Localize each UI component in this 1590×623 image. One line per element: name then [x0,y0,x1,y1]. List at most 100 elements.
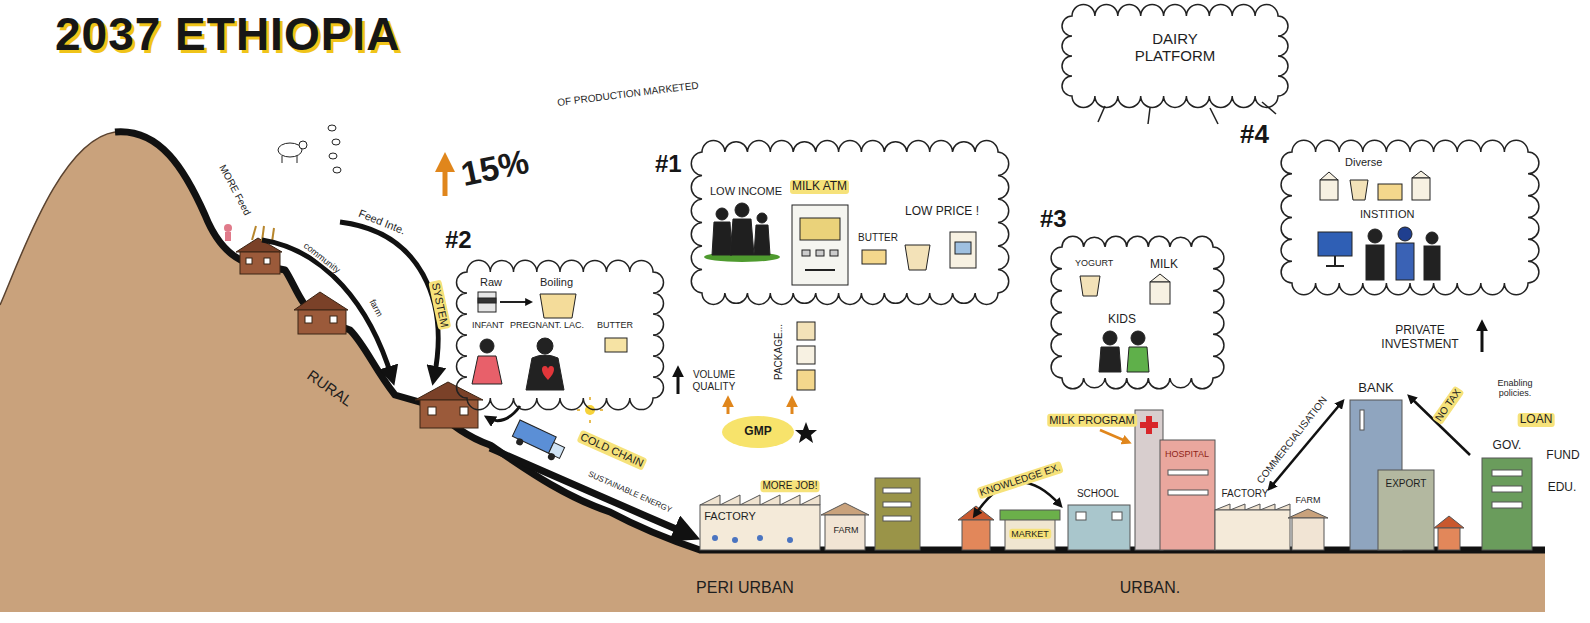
cloud-4-pictures-part [1412,178,1430,200]
cloud-4-pictures-part [1424,246,1440,280]
cloud-4-pictures-part [1396,243,1414,280]
quality-and-gmp-part [797,322,815,340]
cloud-1-pictures-part [816,250,824,256]
cloud-1-pictures-part [735,203,749,217]
annotation-label: farm [366,296,385,320]
feed-and-cows-part [329,153,337,159]
urban-buildings-part [1438,528,1460,550]
peri-urban-buildings-part [875,478,920,550]
rural-houses-part [246,258,252,264]
cloud-4-pictures-part [1320,180,1338,200]
urban-buildings-part [1482,458,1532,550]
peri-urban-buildings-part [757,535,763,541]
feed-and-cows-part [299,141,307,149]
annotation-label: COMMERCIALISATION [1253,393,1330,488]
cloud-3-pictures [1080,274,1170,372]
feed-and-cows-part [328,125,336,131]
cloud-4-pictures-part [1378,184,1402,200]
cold-chain-part-part [547,452,556,461]
cold-chain-part-part [515,437,524,446]
cloud-outline [440,228,665,410]
cloud-4-pictures-part [1350,180,1368,200]
cloud-4-pictures-part [1366,245,1384,280]
feed-and-cows-part [332,139,340,145]
quality-and-gmp-part [791,400,794,414]
annotation-label: 15% [458,142,533,194]
peri-urban-buildings-part [700,495,820,505]
cloud-3-pictures-part [1131,331,1145,345]
cloud-4-pictures [1318,171,1440,280]
cloud-1-pictures-part [712,222,732,255]
cloud-4-pictures-part [1412,171,1430,178]
feed-arrows-part [262,240,392,378]
urban-buildings-part [1492,502,1522,508]
cloud-2-pictures-part [478,292,496,312]
growth-arrow-part [443,160,448,196]
cloud-2-pictures-part [540,294,576,318]
annotation-label: GMP [744,425,771,439]
cloud-outline [1240,120,1540,295]
annotation-label: VOLUME QUALITY [683,369,745,392]
hill-ground-part [0,132,115,305]
speech-spikes-part [1148,108,1150,124]
annotation-label: FARM [833,525,858,535]
cloud-2-pictures-part [542,366,554,380]
annotation-label: SYSTEM [429,280,452,331]
annotation-label: EDU. [1548,481,1577,495]
cloud-1-pictures-part [950,232,976,268]
cloud-outline-path [691,141,1008,305]
annotation-label: SCHOOL [1077,488,1119,500]
annotation-label: MORE Feed [216,161,254,219]
rural-houses-part [294,292,348,310]
urban-arrows [975,324,1482,515]
cold-chain [490,397,690,535]
thought-cloud: #4DiverseINSTITION [1240,120,1540,295]
cold-chain-part [510,420,567,463]
cloud-1-pictures-part [905,245,930,270]
urban-buildings [958,400,1532,550]
peri-urban-buildings-part [712,535,718,541]
thought-cloud: #2RawBoilingBUTTERINFANTPREGNANT. LAC. [440,228,665,410]
cloud-1-pictures-part [802,250,810,256]
annotation-label: BANK [1358,381,1393,396]
growth-arrow [445,160,446,196]
cloud-1-pictures-part [830,250,838,256]
cloud-1-pictures-part [757,213,767,223]
cloud-2-pictures-part [537,338,553,354]
rural-houses [236,238,483,428]
annotation-label: PRIVATE INVESTMENT [1370,324,1470,352]
peri-urban-buildings-part [825,515,865,550]
cloud-1-pictures-part [800,218,840,240]
annotation-label: FUND [1546,449,1579,463]
cloud-3-pictures-part [1150,274,1170,282]
feed-and-cows-part [252,226,256,240]
thought-cloud: #3YOGURTMILKKIDS [1040,205,1225,390]
urban-buildings-part [1005,518,1055,550]
cloud-text: INSTITION [1360,208,1414,221]
feed-and-cows-part [297,156,298,163]
quality-and-gmp-part [795,422,817,443]
hill-ground-part [115,132,1545,550]
urban-buildings-part [1160,440,1215,550]
quality-and-gmp-part [797,370,815,390]
cloud-text: INFANT [472,320,504,330]
callout-number: #1 [655,150,682,178]
cloud-1-pictures-part [955,242,971,254]
feed-and-cows-part [225,232,231,241]
cloud-text: BUTTER [858,232,898,244]
callout-number: #3 [1040,205,1067,233]
feed-arrows [262,222,520,421]
cloud-text: LOW INCOME [710,185,782,198]
hill-ground-part [0,132,1545,612]
cloud-1-pictures-part [792,205,848,285]
annotation-label: PERI URBAN [696,579,794,597]
annotation-label: EXPORT [1386,478,1427,490]
cloud-outline-path [1051,236,1224,389]
annotation-label: FACTORY [1222,488,1269,500]
cloud-1-pictures-part [716,208,728,220]
peri-urban-buildings-part [883,488,911,493]
urban-buildings-part [1292,518,1324,550]
cloud-4-pictures-part [1398,227,1412,241]
callout-number: #2 [445,226,472,254]
